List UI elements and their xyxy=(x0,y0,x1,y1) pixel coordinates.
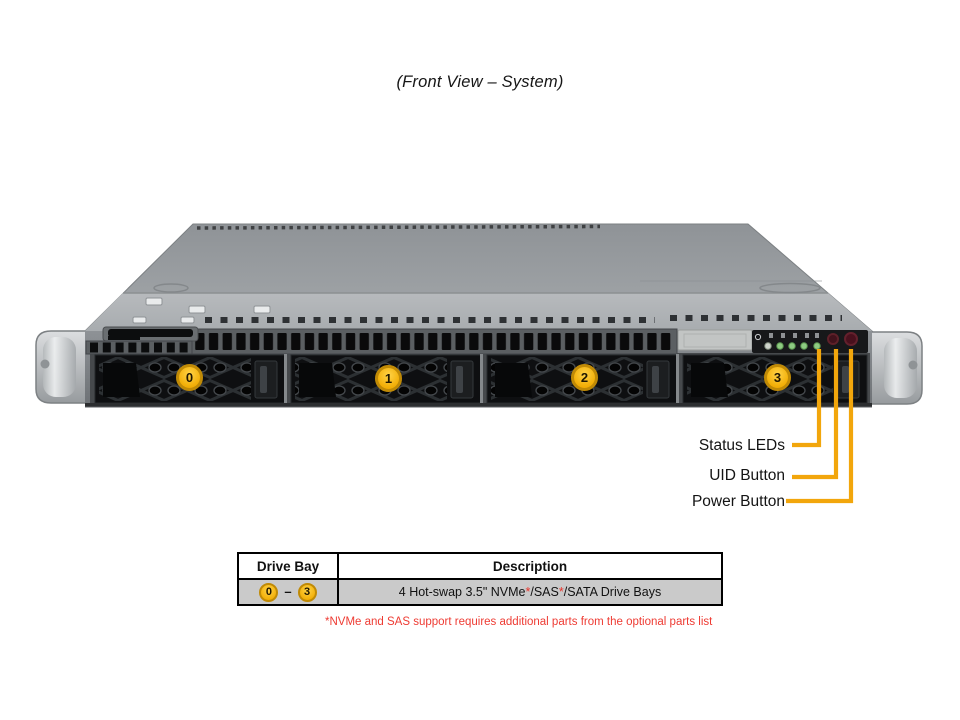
table-row: 0–3 4 Hot-swap 3.5" NVMe*/SAS*/SATA Driv… xyxy=(237,578,723,606)
status-leds-callout-line xyxy=(792,349,822,448)
description-cell: 4 Hot-swap 3.5" NVMe*/SAS*/SATA Drive Ba… xyxy=(337,578,723,606)
table-header-row: Drive Bay Description xyxy=(237,552,723,580)
uid-button-callout-line xyxy=(792,349,839,480)
bay-range-cell: 0–3 xyxy=(237,578,339,606)
nvme-asterisk: * xyxy=(525,585,531,599)
status-leds-label: Status LEDs xyxy=(698,437,785,454)
power-button-label: Power Button xyxy=(691,493,785,510)
description-text: 4 Hot-swap 3.5" NVMe xyxy=(398,585,526,599)
drive-bay-0-badge: 0 xyxy=(176,364,203,391)
drive-bays xyxy=(94,354,868,404)
drive-bay-2-badge: 2 xyxy=(571,364,598,391)
description-text: /SAS xyxy=(530,585,559,599)
figure-title: (Front View – System) xyxy=(396,73,564,91)
chassis-bottom-edge xyxy=(85,403,872,407)
drive-bay-header: Drive Bay xyxy=(237,552,339,580)
top-cover xyxy=(83,223,874,332)
drive-bay-table: Drive Bay Description 0–3 4 Hot-swap 3.5… xyxy=(237,552,723,606)
led-icons xyxy=(769,333,819,338)
right-ear xyxy=(865,331,923,405)
info-icon xyxy=(754,333,762,341)
control-panel xyxy=(752,330,868,353)
sas-asterisk: * xyxy=(558,585,564,599)
description-text: /SATA Drive Bays xyxy=(563,585,662,599)
bezel-lock-latch xyxy=(108,329,193,337)
uid-button-glyph xyxy=(827,333,839,345)
description-header: Description xyxy=(337,552,723,580)
status-leds xyxy=(764,342,821,350)
left-ear xyxy=(35,330,93,404)
power-button-glyph xyxy=(844,332,858,346)
bay-end-badge: 3 xyxy=(297,582,317,602)
drive-bay-1-badge: 1 xyxy=(375,365,402,392)
power-button-callout-line xyxy=(786,349,854,504)
bay-range-dash: – xyxy=(284,583,292,599)
drive-bay-3-badge: 3 xyxy=(764,364,791,391)
front-lip-band xyxy=(85,293,872,331)
footnote: *NVMe and SAS support requires additiona… xyxy=(325,616,713,628)
uid-button-label: UID Button xyxy=(709,467,785,484)
callout-lines xyxy=(786,349,854,504)
drive-bay-0 xyxy=(94,354,286,404)
bay-start-badge: 0 xyxy=(259,582,279,602)
